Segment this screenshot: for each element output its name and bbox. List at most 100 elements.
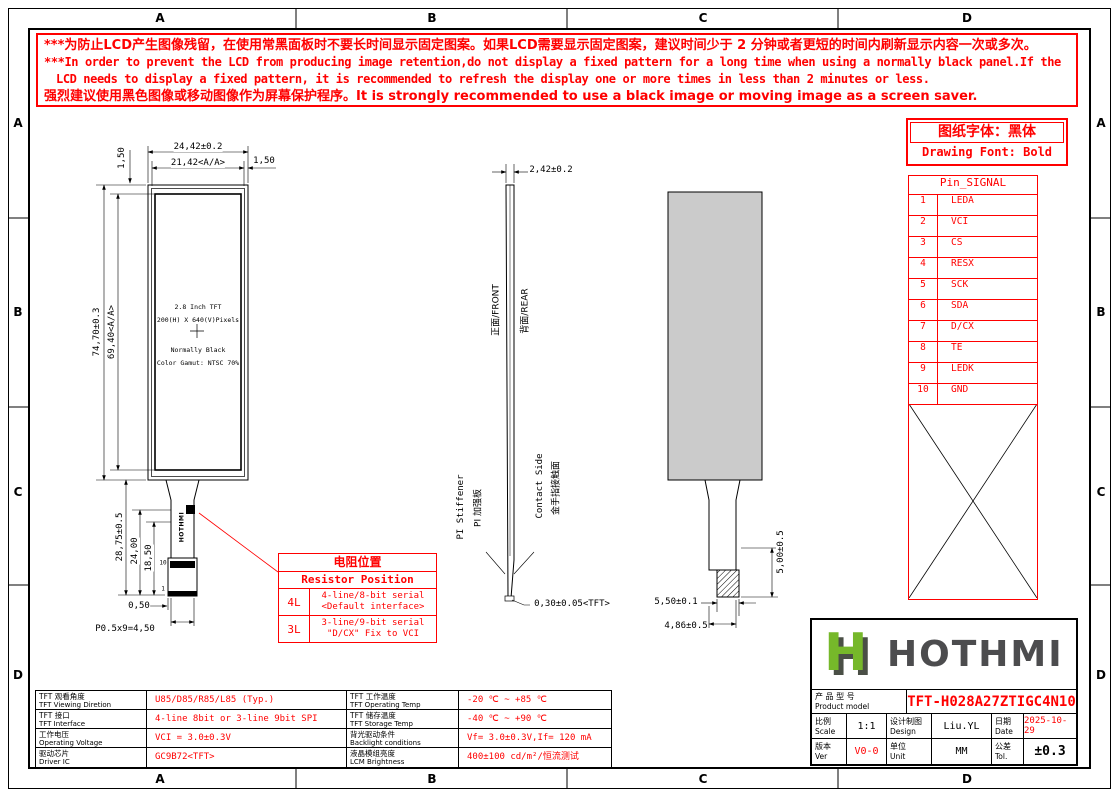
pin-signal: LEDA — [951, 195, 974, 206]
spec-label-zh: TFT 观看角度 — [39, 692, 85, 701]
pi-stiffener-en-label: PI Stiffener — [456, 474, 466, 540]
pin-number: 7 — [909, 321, 938, 341]
warning-line-zh-en: 强烈建议使用黑色图像或移动图像作为屏幕保护程序。It is strongly r… — [44, 89, 978, 104]
pin-signal: CS — [951, 237, 963, 248]
grid-col-label: C — [698, 772, 708, 786]
spec-value-cell: -40 ℃ ~ +90 ℃ — [459, 710, 611, 729]
scale-value: 1:1 — [847, 714, 887, 738]
grid-col-label: B — [427, 11, 437, 25]
grid-col-label: B — [427, 772, 437, 786]
pin-number: 6 — [909, 300, 938, 320]
dim-height-outer-label: 74,70±0.3 — [92, 307, 102, 357]
font-note-zh: 图纸字体：黑体 — [910, 122, 1064, 143]
spec-label-en: TFT Storage Temp — [350, 720, 413, 728]
dim-connector-edge-label: 0,50 — [128, 601, 150, 611]
pin-signal: SCK — [951, 279, 969, 290]
side-rear-label: 背面/REAR — [517, 288, 531, 334]
dim-fpc-total-label: 28,75±0.5 — [115, 512, 125, 562]
font-note-en: Drawing Font: Bold — [921, 145, 1053, 159]
spec-label-zh: TFT 接口 — [39, 711, 70, 720]
fpc-brand-text: HOTHMI — [178, 511, 186, 543]
drawing-font-note: 图纸字体：黑体 Drawing Font: Bold — [906, 118, 1068, 166]
resistor-title-en: Resistor Position — [279, 572, 436, 589]
pin-signal: LEDK — [951, 363, 974, 374]
spec-value-cell: Vf= 3.0±0.3V,If= 120 mA — [459, 729, 611, 748]
pin-table-empty-area — [908, 403, 1038, 600]
dim-thickness-label: 2,42±0.2 — [529, 165, 573, 175]
spec-value-cell: VCI = 3.0±0.3V — [147, 729, 347, 748]
dim-height-aa-label: 69,40<A/A> — [107, 304, 117, 360]
active-area-text: Color Gamut: NTSC 70% — [156, 359, 240, 367]
unit-label: 单位 Unit — [887, 739, 932, 764]
sheet-inner-border — [28, 28, 1091, 769]
spec-label-en: LCM Brightness — [350, 758, 405, 766]
spec-value-cell: GC9B72<TFT> — [147, 748, 347, 767]
dim-tft-thickness-label: 0,30±0.05<TFT> — [534, 599, 610, 609]
spec-label-en: Operating Voltage — [39, 739, 103, 747]
grid-row-label: B — [1096, 305, 1106, 319]
dim-top-right-label: 1,50 — [253, 156, 275, 166]
pin-signal: RESX — [951, 258, 974, 269]
resistor-position-table: 电阻位置 Resistor Position 4L 4-line/8-bit s… — [278, 553, 437, 643]
active-area-text: 2.8 Inch TFT — [174, 303, 222, 311]
spec-label-zh: TFT 工作温度 — [350, 692, 396, 701]
pin-row: 3 CS — [909, 237, 1037, 258]
dim-finger-width-label: 5,50±0.1 — [654, 597, 698, 607]
version-label: 版本 Ver — [812, 739, 847, 764]
dim-width-aa-label: 21,42<A/A> — [170, 158, 226, 168]
resistor-row: 3L 3-line/9-bit serial "D/CX" Fix to VCI — [279, 616, 436, 642]
grid-row-label: D — [1096, 668, 1106, 682]
grid-row-label: C — [13, 485, 23, 499]
hothmi-logo-text: HOTHMI — [887, 634, 1064, 675]
spec-label-en: TFT Viewing Diretion — [39, 701, 112, 709]
design-value: Liu.YL — [932, 714, 992, 738]
grid-col-label: D — [962, 772, 972, 786]
product-model-label: 产 品 型 号 Product model — [812, 690, 907, 713]
grid-col-label: D — [962, 11, 972, 25]
pin-row: 6 SDA — [909, 300, 1037, 321]
tolerance-value: ±0.3 — [1034, 744, 1066, 759]
pin-number: 3 — [909, 237, 938, 257]
pin-signal: SDA — [951, 300, 969, 311]
warning-line-zh: ***为防止LCD产生图像残留，在使用常黑面板时不要长时间显示固定图案。如果LC… — [44, 38, 1037, 53]
side-front-label: 正面/FRONT — [488, 284, 502, 336]
resistor-value-line: "D/CX" Fix to VCI — [326, 629, 420, 639]
dim-fpc-low-label: 18,50 — [144, 544, 154, 572]
dim-width-outer-label: 24,42±0.2 — [173, 142, 223, 152]
unit-value: MM — [932, 739, 992, 764]
resistor-key: 4L — [279, 589, 310, 615]
grid-row-label: A — [1096, 116, 1106, 130]
dim-pin-pitch-label: P0.5x9=4,50 — [95, 624, 155, 634]
active-area-text: Normally Black — [170, 346, 226, 354]
spec-label-zh: 液晶模组亮度 — [350, 749, 395, 758]
pin-signal: TE — [951, 342, 963, 353]
fpc-pin1-label: 1 — [161, 585, 165, 593]
empty-area-cross-lines — [908, 403, 1038, 599]
sheet-outer-border — [8, 8, 1111, 789]
dim-connector-height-label: 5,00±0.5 — [776, 530, 786, 574]
spec-value-cell: -20 ℃ ~ +85 ℃ — [459, 691, 611, 710]
grid-row-label: D — [13, 668, 23, 682]
date-value: 2025-10-29 — [1024, 716, 1068, 736]
active-area-text: 200(H) X 640(V)Pixels — [156, 316, 240, 324]
resistor-value: 3-line/9-bit serial "D/CX" Fix to VCI — [310, 616, 436, 642]
pin-signal: D/CX — [951, 321, 974, 332]
